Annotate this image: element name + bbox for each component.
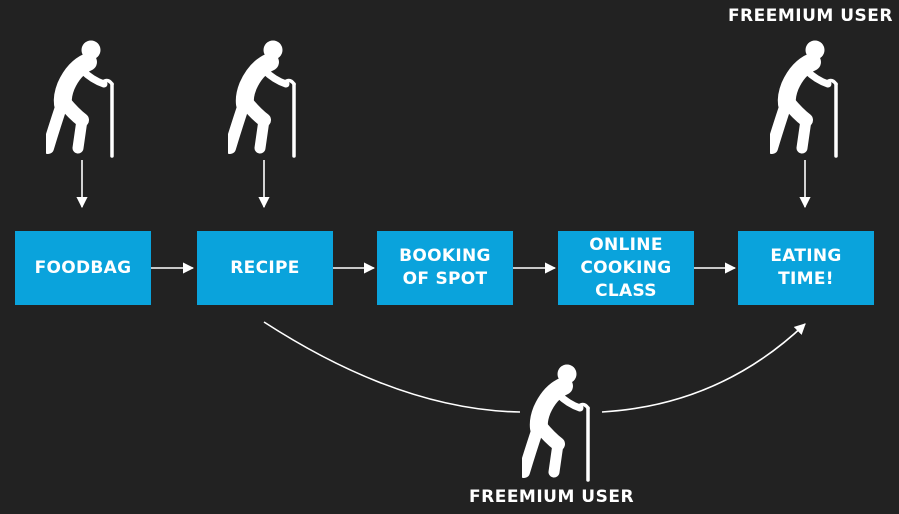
step-label: ONLINE COOKING CLASS <box>580 234 672 301</box>
bottom-freemium-user-label: FREEMIUM USER <box>469 487 635 507</box>
step-eating-time: EATING TIME! <box>738 231 874 305</box>
elderly-person-with-cane-icon <box>772 41 836 157</box>
step-online-cooking-class: ONLINE COOKING CLASS <box>558 231 694 305</box>
top-freemium-user-label: FREEMIUM USER <box>727 6 893 26</box>
step-label: RECIPE <box>230 257 300 278</box>
step-recipe: RECIPE <box>197 231 333 305</box>
skip-curve-right <box>601 323 806 413</box>
step-foodbag: FOODBAG <box>15 231 151 305</box>
step-label: BOOKING OF SPOT <box>399 246 491 289</box>
elderly-person-with-cane-icon <box>230 41 294 157</box>
skip-curve-left <box>263 321 521 413</box>
elderly-person-with-cane-icon <box>524 365 588 481</box>
step-label: FOODBAG <box>34 257 132 278</box>
elderly-person-with-cane-icon <box>48 41 112 157</box>
step-label: EATING TIME! <box>770 246 842 289</box>
step-booking-of-spot: BOOKING OF SPOT <box>377 231 513 305</box>
